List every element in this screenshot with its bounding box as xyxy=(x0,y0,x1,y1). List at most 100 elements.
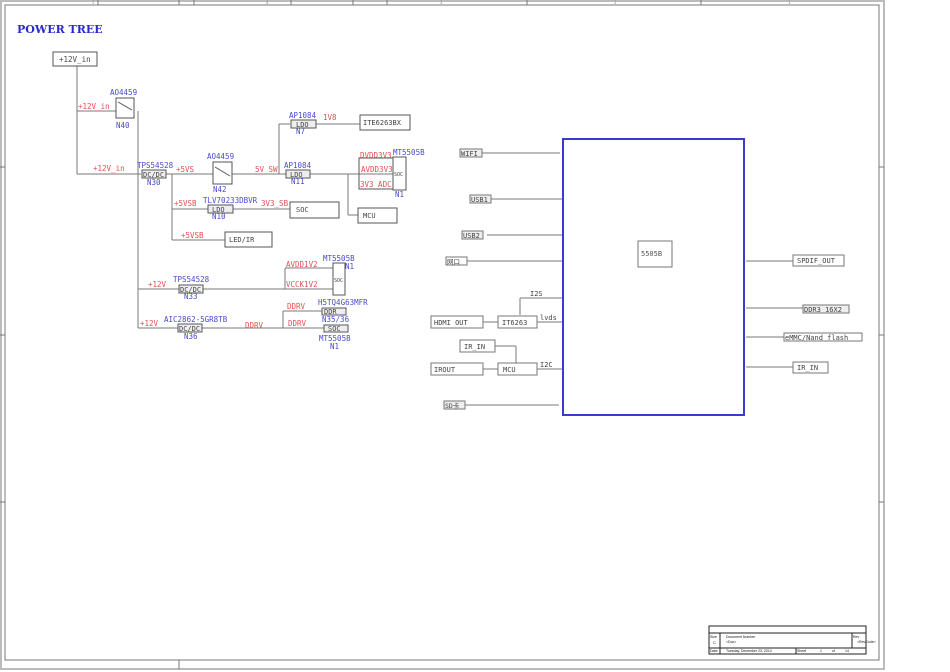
dcdc-n36: DC/DC AIC2862-5GR8TB N36 xyxy=(164,315,228,341)
net-label: AVDD3V3 xyxy=(361,165,393,174)
net-label: 1V8 xyxy=(323,113,337,122)
load-ite6263bx xyxy=(359,114,411,131)
part-number: AP1084 xyxy=(289,111,317,120)
net-label: +12V xyxy=(148,280,167,289)
size-value: C xyxy=(713,640,716,645)
net-label: +5VS xyxy=(176,165,195,174)
page-title: POWER TREE xyxy=(17,23,103,36)
port-label: 网口 xyxy=(447,258,460,266)
port-label: eMMC/Nand flash xyxy=(785,334,848,342)
part-number: AIC2862-5GR8TB xyxy=(164,315,228,324)
part-type: LDO xyxy=(290,171,303,179)
date-value: Tuesday, December 23, 2014 xyxy=(726,649,772,653)
total-sheets: 14 xyxy=(845,649,849,653)
input-12v-label: +12V_in xyxy=(59,55,91,64)
part-number: AO4459 xyxy=(207,152,234,161)
zone-label: 3 xyxy=(440,0,443,5)
net-label: 5V_SW xyxy=(255,165,278,174)
net-label: +12V_in xyxy=(93,164,125,173)
part-type: DDR xyxy=(324,308,337,316)
part-number: MT5505B xyxy=(319,334,351,343)
part-ref: N42 xyxy=(213,185,227,194)
ldo-n7: LDO AP1084 N7 xyxy=(289,111,317,136)
switch-n40: AO4459 N40 xyxy=(110,88,137,130)
port-label: WIFI xyxy=(461,150,478,158)
port-ethernet: 网口 xyxy=(445,256,468,266)
it6263-box xyxy=(497,315,538,329)
net-label: +5VSB xyxy=(181,231,204,240)
port-label: USB2 xyxy=(463,232,480,240)
part-type: SOC xyxy=(328,325,341,333)
net-label: 3V3_SB xyxy=(261,199,289,208)
power-wires xyxy=(76,66,393,329)
part-number: H5TQ4G63MFR xyxy=(318,298,368,307)
part-ref: N35/36 xyxy=(322,315,350,324)
port-spdif-out: SPDIF_OUT xyxy=(792,254,845,267)
net-label: VCCK1V2 xyxy=(286,280,318,289)
switch-n42: AO4459 N42 xyxy=(207,152,234,194)
main-chip-label-box xyxy=(637,240,673,268)
part-ref: N10 xyxy=(212,212,226,221)
soc-n1-top: SOC MT5505B N1 xyxy=(392,148,425,199)
irout-label: IROUT xyxy=(434,366,456,374)
part-ref: N7 xyxy=(296,127,305,136)
switch-icon xyxy=(117,101,133,111)
hdmi-out-label: HDMI OUT xyxy=(434,319,469,327)
ir-in-left-label: IR_IN xyxy=(464,343,485,351)
lvds-label: lvds xyxy=(540,314,557,322)
block-diagram: 5505B WIFI xyxy=(430,138,863,416)
soc-n1-bottom: SOC MT5505B N1 xyxy=(319,324,351,351)
doc-number-value: <Doc> xyxy=(726,640,736,644)
dcdc-n33: DC/DC TPS54528 N33 xyxy=(173,275,210,301)
net-label: 3V3_ADC xyxy=(360,180,392,189)
port-sd-card: SD卡 xyxy=(443,400,466,410)
port-usb2: USB2 xyxy=(461,230,484,240)
part-number: MT5505B xyxy=(323,254,355,263)
part-type: LDO xyxy=(296,121,309,129)
left-ports: WIFI USB1 USB2 网口 SD卡 xyxy=(443,148,492,410)
port-ir-in-right: IR_IN xyxy=(792,361,829,374)
port-label: SD卡 xyxy=(445,401,460,410)
of-label: of xyxy=(832,649,835,653)
zone-label: 5 xyxy=(92,0,95,5)
ldo-n11: LDO AP1084 N11 xyxy=(284,161,312,186)
zone-labels: 5 4 3 2 1 xyxy=(92,0,791,5)
net-label: AVDD1V2 xyxy=(286,260,318,269)
main-chip-label: 5505B xyxy=(641,250,662,258)
port-emmc: eMMC/Nand flash xyxy=(783,332,863,342)
net-label: DDRV xyxy=(245,321,264,330)
dcdc-n30: DC/DC TPS54528 N30 xyxy=(137,161,174,187)
part-type: DC/DC xyxy=(143,171,164,179)
part-ref: N30 xyxy=(147,178,161,187)
part-ref: N33 xyxy=(184,292,198,301)
part-type: DC/DC xyxy=(180,286,201,294)
port-label: DDR3 16X2 xyxy=(804,306,842,314)
zone-dividers xyxy=(178,0,702,5)
ldo-n10: LDO TLV70233DBVR N10 xyxy=(203,196,258,221)
part-ref: N36 xyxy=(184,332,198,341)
port-usb1: USB1 xyxy=(469,194,492,204)
net-label: DDRV xyxy=(288,319,307,328)
port-label: USB1 xyxy=(471,196,488,204)
title-block: Size C Document Number <Doc> Rev <RevCod… xyxy=(708,625,876,655)
zone-label: 1 xyxy=(788,0,791,5)
doc-number-label: Document Number xyxy=(726,635,756,639)
part-type: DC/DC xyxy=(179,325,200,333)
date-label: Date: xyxy=(710,649,718,653)
switch-icon xyxy=(214,166,231,177)
it6263-label: IT6263 xyxy=(502,319,527,327)
part-ref: N1 xyxy=(330,342,339,351)
i2s-label: I2S xyxy=(530,290,543,298)
net-label: DDRV xyxy=(287,302,306,311)
port-label: SPDIF_OUT xyxy=(797,257,836,265)
block-wires xyxy=(465,152,803,406)
port-wifi: WIFI xyxy=(459,148,483,158)
zone-label: 4 xyxy=(266,0,269,5)
hdmi-out-box xyxy=(430,315,484,329)
soc-n1-middle: SOC MT5505B N1 xyxy=(323,254,355,296)
mcu-label: MCU xyxy=(503,366,516,374)
part-number: TPS54528 xyxy=(137,161,174,170)
right-ports: SPDIF_OUT DDR3 16X2 eMMC/Nand flash IR_I… xyxy=(783,254,863,374)
part-type: LDO xyxy=(212,206,225,214)
